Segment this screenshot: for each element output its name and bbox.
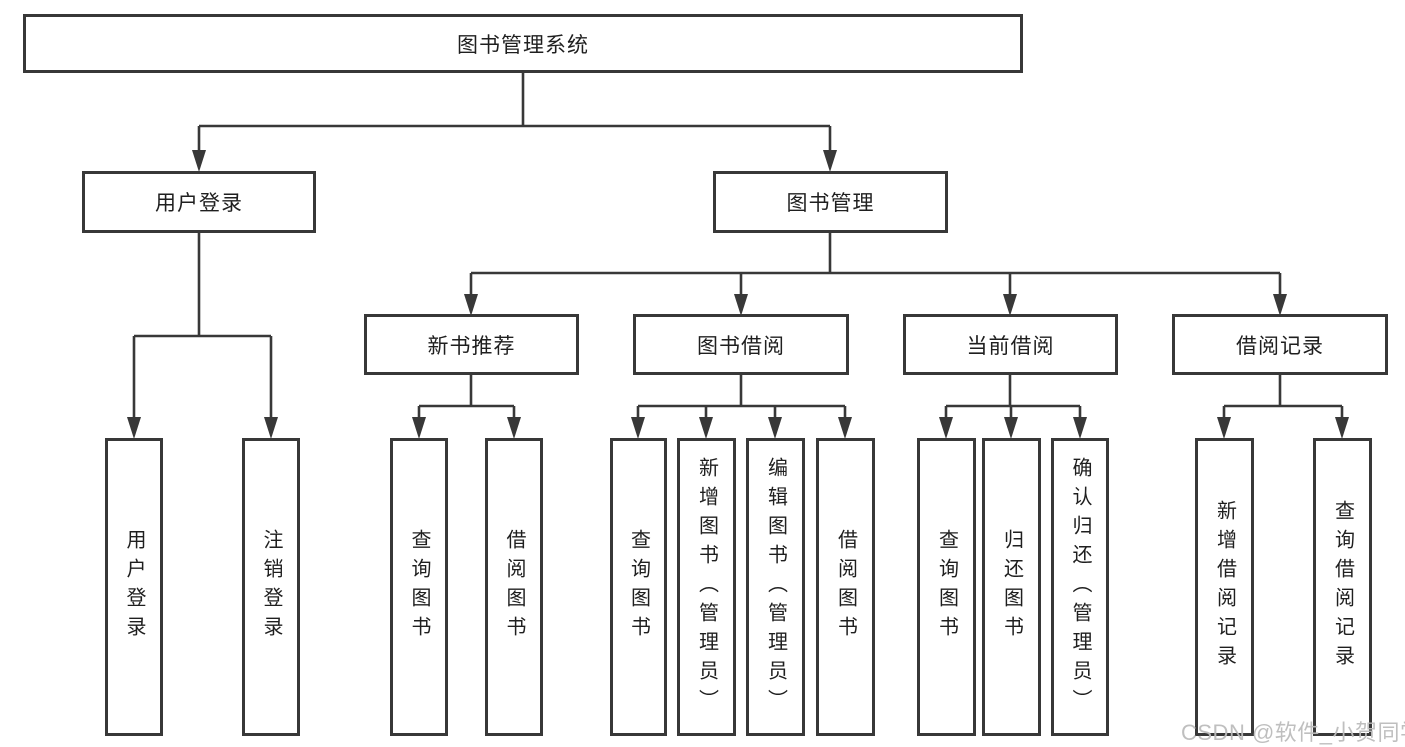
node-borrow-record-label: 借阅记录: [1236, 334, 1324, 358]
csdn-watermark: CSDN @软件_小贺同学: [1181, 720, 1405, 745]
leaf-user-login-label: 用户登录: [123, 529, 145, 645]
node-new-book-recommend: 新书推荐: [364, 314, 579, 375]
leaf-recommend-search-book-label: 查询图书: [408, 529, 430, 645]
node-book-borrow: 图书借阅: [633, 314, 849, 375]
leaf-borrow-search-book-label: 查询图书: [627, 529, 650, 645]
leaf-current-confirm-return-admin-label: 确认归还（管理员）: [1069, 456, 1091, 718]
leaf-logout: 注销登录: [242, 438, 300, 736]
leaf-recommend-search-book: 查询图书: [390, 438, 448, 736]
node-current-borrow: 当前借阅: [903, 314, 1118, 375]
node-book-management: 图书管理: [713, 171, 948, 233]
leaf-record-add-record-label: 新增借阅记录: [1213, 500, 1236, 674]
leaf-current-return-book: 归还图书: [982, 438, 1041, 736]
leaf-current-return-book-label: 归还图书: [1000, 529, 1023, 645]
leaf-borrow-borrow-book: 借阅图书: [816, 438, 875, 736]
node-book-management-label: 图书管理: [786, 192, 875, 215]
leaf-borrow-borrow-book-label: 借阅图书: [834, 529, 857, 645]
leaf-user-login: 用户登录: [105, 438, 163, 736]
node-new-book-recommend-label: 新书推荐: [427, 334, 516, 358]
leaf-borrow-add-book-admin-label: 新增图书（管理员）: [695, 456, 718, 718]
leaf-borrow-add-book-admin: 新增图书（管理员）: [677, 438, 736, 736]
node-book-borrow-label: 图书借阅: [697, 334, 785, 358]
node-root-system: 图书管理系统: [23, 14, 1023, 73]
leaf-borrow-edit-book-admin: 编辑图书（管理员）: [746, 438, 805, 736]
node-user-login-label: 用户登录: [155, 192, 243, 215]
leaf-recommend-borrow-book-label: 借阅图书: [503, 529, 525, 645]
leaf-logout-label: 注销登录: [260, 529, 282, 645]
leaf-borrow-edit-book-admin-label: 编辑图书（管理员）: [764, 456, 787, 718]
leaf-current-search-book-label: 查询图书: [935, 529, 958, 645]
node-current-borrow-label: 当前借阅: [966, 334, 1055, 358]
leaf-current-confirm-return-admin: 确认归还（管理员）: [1051, 438, 1109, 736]
node-user-login: 用户登录: [82, 171, 316, 233]
leaf-record-add-record: 新增借阅记录: [1195, 438, 1254, 736]
node-borrow-record: 借阅记录: [1172, 314, 1388, 375]
leaf-recommend-borrow-book: 借阅图书: [485, 438, 543, 736]
leaf-current-search-book: 查询图书: [917, 438, 976, 736]
node-root-system-label: 图书管理系统: [457, 33, 589, 57]
leaf-record-search-record: 查询借阅记录: [1313, 438, 1372, 736]
leaf-record-search-record-label: 查询借阅记录: [1331, 500, 1354, 674]
arrowhead-icons: [127, 150, 1349, 439]
leaf-borrow-search-book: 查询图书: [610, 438, 667, 736]
